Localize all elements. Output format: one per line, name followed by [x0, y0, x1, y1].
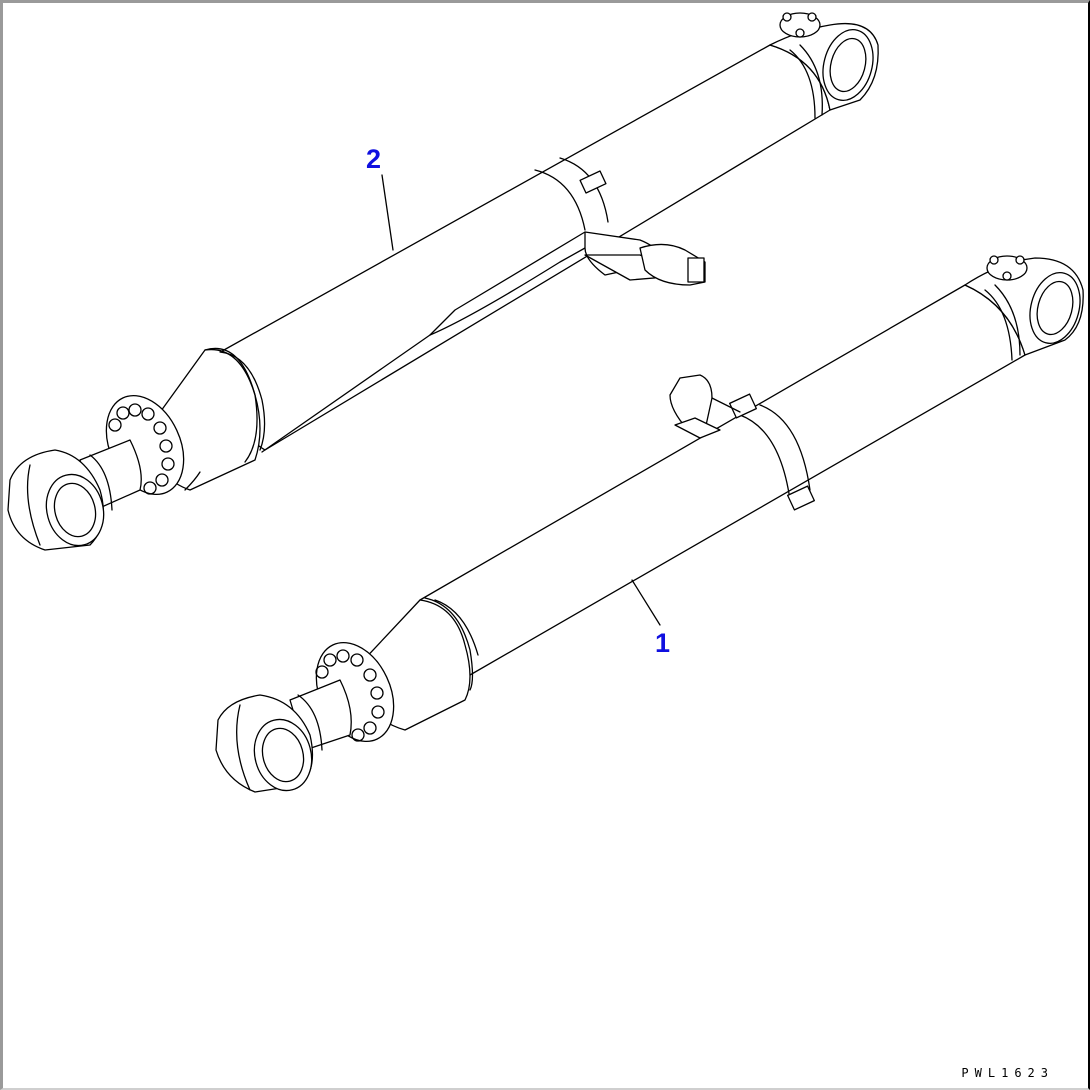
drawing-code: PWL1623 — [961, 1066, 1054, 1080]
pipe-bracket — [669, 374, 741, 439]
bottom-end-eye — [769, 22, 879, 119]
rod-end-eye — [7, 449, 105, 551]
rod-end-eye — [215, 694, 314, 793]
leader-line-1 — [631, 579, 661, 626]
cylinder-tube — [419, 284, 1026, 676]
callout-1: 1 — [655, 628, 671, 658]
pipe-clamp — [728, 393, 816, 511]
cylinder-tube — [214, 44, 831, 453]
leader-line-2 — [381, 174, 394, 251]
grease-fitting — [986, 255, 1028, 281]
callout-2: 2 — [366, 144, 382, 174]
grease-fitting — [779, 12, 821, 38]
pipe-clamp — [534, 157, 609, 231]
upper-cylinder — [7, 12, 879, 551]
lower-cylinder — [215, 255, 1084, 793]
pipe-bracket — [584, 231, 706, 286]
